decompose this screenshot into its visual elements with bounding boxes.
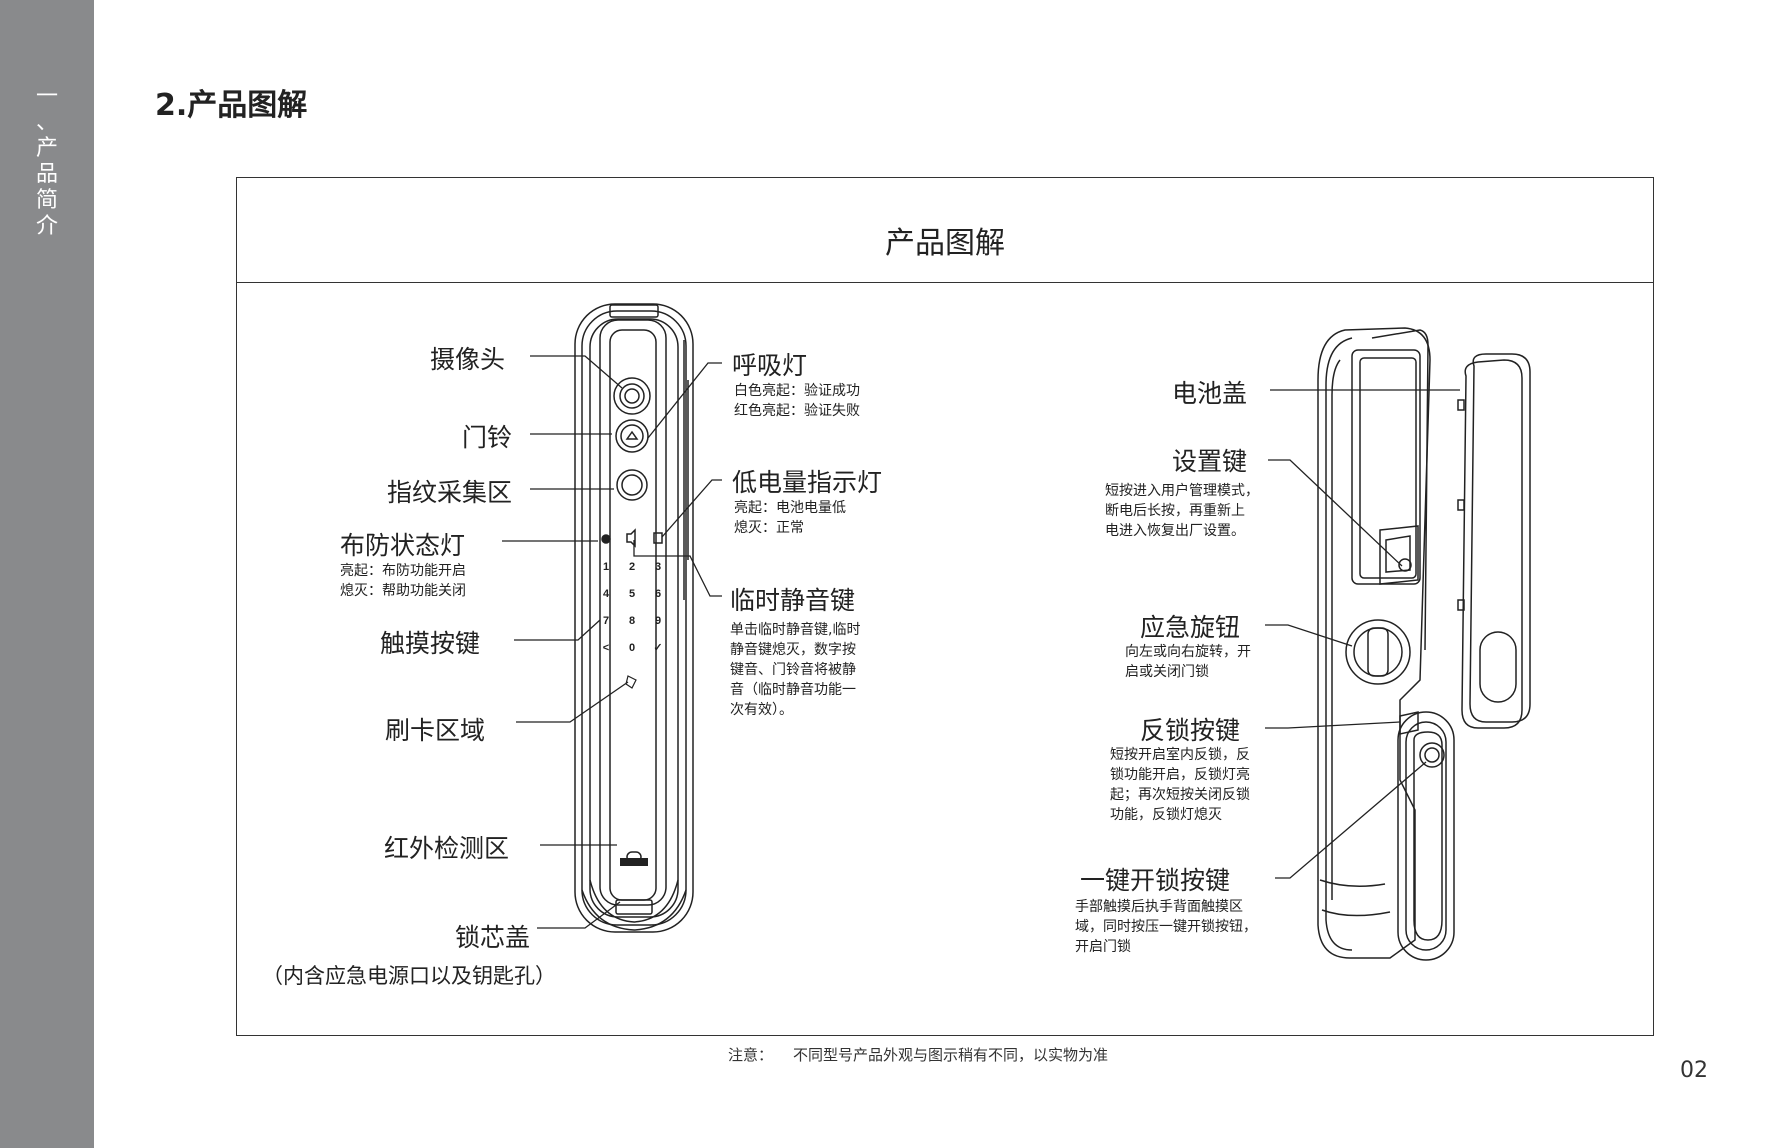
label-doorbell: 门铃 [462, 423, 513, 452]
sidebar-char: 简 [35, 188, 58, 213]
label-core-cover: 锁芯盖 [455, 923, 531, 952]
label-fingerprint-area: 指纹采集区 [387, 478, 513, 507]
frame-title-bar: 产品图解 [237, 178, 1653, 283]
desc-line: 键音、门铃音将被静 [730, 662, 856, 678]
label-ir-detect-area: 红外检测区 [384, 834, 510, 863]
keypad-key: 9 [655, 615, 661, 627]
label-mute-key: 临时静音键 [730, 586, 856, 615]
desc-mute-key: 单击临时静音键,临时 静音键熄灭，数字按 键音、门铃音将被静 音（临时静音功能一… [730, 620, 860, 720]
sidebar-char: 品 [35, 162, 58, 187]
label-breath-light: 呼吸灯 [732, 351, 808, 380]
label-settings-key: 设置键 [1172, 447, 1248, 476]
keypad-key: 8 [629, 615, 635, 627]
label-camera: 摄像头 [430, 345, 506, 374]
desc-emergency-knob: 向左或向右旋转，开 启或关闭门锁 [1125, 642, 1251, 682]
desc-settings-key: 短按进入用户管理模式， 断电后长按，再重新上 电进入恢复出厂设置。 [1105, 481, 1259, 541]
page-heading: 2.产品图解 [155, 88, 308, 123]
sidebar-char: 一 [35, 84, 58, 109]
desc-low-battery-light: 亮起：电池电量低 熄灭：正常 [734, 498, 846, 538]
desc-line: 单击临时静音键,临时 [730, 622, 861, 638]
desc-line: 短按进入用户管理模式， [1105, 483, 1259, 499]
desc-line: 熄灭：正常 [734, 520, 804, 536]
desc-line: 次有效）。 [730, 702, 793, 718]
keypad-key: 0 [629, 642, 635, 654]
label-one-key-unlock: 一键开锁按键 [1080, 866, 1231, 895]
label-touch-keys: 触摸按键 [380, 629, 481, 658]
desc-line: 红色亮起：验证失败 [734, 403, 860, 419]
label-battery-cover: 电池盖 [1172, 379, 1248, 408]
desc-line: 熄灭：帮助功能关闭 [340, 583, 466, 599]
label-emergency-knob: 应急旋钮 [1140, 613, 1241, 642]
keypad-key: < [603, 642, 609, 654]
desc-one-key-unlock: 手部触摸后执手背面触摸区 域，同时按压一键开锁按钮， 开启门锁 [1075, 897, 1257, 957]
desc-line: 静音键熄灭，数字按 [730, 642, 856, 658]
back-panel-drawing [1317, 327, 1531, 961]
keypad-key: 1 [603, 561, 609, 573]
desc-breath-light: 白色亮起：验证成功 红色亮起：验证失败 [734, 381, 860, 421]
desc-line: 亮起：布防功能开启 [340, 563, 466, 579]
keypad-key: 4 [603, 588, 610, 600]
keypad-key: 2 [629, 561, 635, 573]
desc-arm-status-light: 亮起：布防功能开启 熄灭：帮助功能关闭 [340, 561, 466, 601]
desc-line: 亮起：电池电量低 [734, 500, 846, 516]
label-card-area: 刷卡区域 [385, 716, 486, 745]
desc-line: 电进入恢复出厂设置。 [1105, 523, 1245, 539]
keypad-key: ✓ [653, 642, 662, 654]
sidebar: 一 、 产 品 简 介 [0, 0, 94, 1148]
keypad-key: 5 [629, 588, 635, 600]
desc-line: 白色亮起：验证成功 [734, 383, 860, 399]
sidebar-char: 、 [35, 110, 58, 135]
keypad-key: 7 [603, 615, 609, 627]
front-panel-drawing: 1 2 3 4 5 6 7 8 9 < 0 ✓ [574, 303, 694, 933]
desc-line: 音（临时静音功能一 [730, 682, 856, 698]
desc-line: 开启门锁 [1075, 939, 1131, 955]
desc-line: 向左或向右旋转，开 [1125, 644, 1251, 660]
label-core-cover-note: （内含应急电源口以及钥匙孔） [262, 964, 556, 988]
frame-title: 产品图解 [885, 226, 1005, 261]
desc-line: 启或关闭门锁 [1125, 664, 1209, 680]
desc-line: 起；再次短按关闭反锁 [1110, 787, 1250, 803]
sidebar-char: 产 [35, 136, 58, 161]
section-title-vertical: 一 、 产 品 简 介 [32, 84, 62, 240]
keypad-key: 3 [655, 561, 661, 573]
keypad-key: 6 [655, 588, 661, 600]
desc-deadlock-key: 短按开启室内反锁，反 锁功能开启，反锁灯亮 起；再次短按关闭反锁 功能，反锁灯熄… [1110, 745, 1250, 825]
footer-note-text: 不同型号产品外观与图示稍有不同，以实物为准 [793, 1046, 1109, 1064]
label-low-battery-light: 低电量指示灯 [732, 468, 883, 497]
footer-note-label: 注意： [728, 1046, 774, 1064]
desc-line: 短按开启室内反锁，反 [1110, 747, 1250, 763]
page-number: 02 [1680, 1058, 1708, 1083]
leader-lines [502, 355, 1460, 929]
desc-line: 锁功能开启，反锁灯亮 [1110, 767, 1250, 783]
desc-line: 功能，反锁灯熄灭 [1110, 807, 1222, 823]
desc-line: 手部触摸后执手背面触摸区 [1075, 899, 1243, 915]
sidebar-char: 介 [35, 214, 58, 239]
diagram-frame: 产品图解 [236, 177, 1654, 1036]
desc-line: 域，同时按压一键开锁按钮， [1075, 919, 1257, 935]
desc-line: 断电后长按，再重新上 [1105, 503, 1245, 519]
label-arm-status-light: 布防状态灯 [340, 531, 466, 560]
footer-note: 注意： 不同型号产品外观与图示稍有不同，以实物为准 [728, 1044, 1108, 1065]
label-deadlock-key: 反锁按键 [1140, 716, 1241, 745]
